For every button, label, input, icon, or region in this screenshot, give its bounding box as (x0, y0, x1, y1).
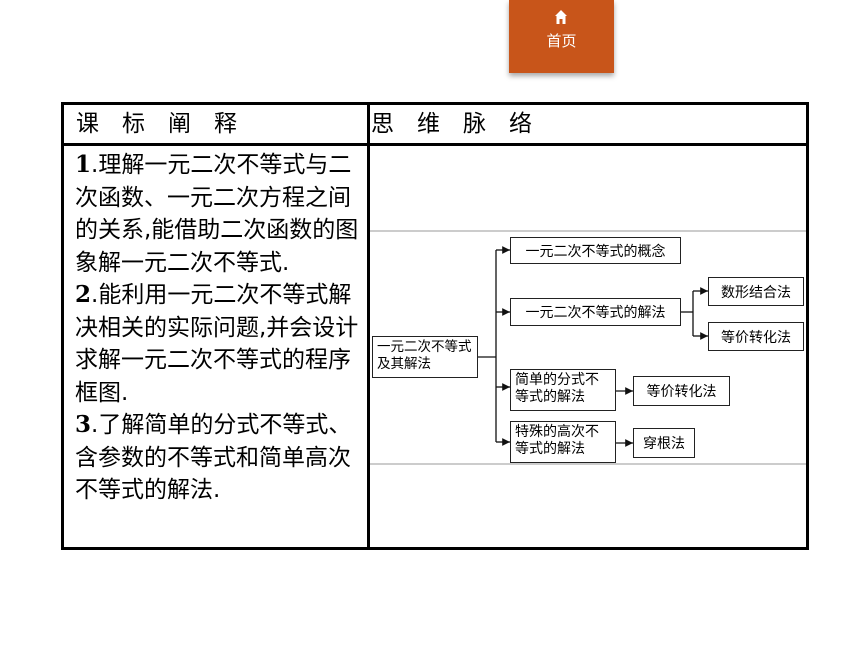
column-divider (367, 105, 370, 547)
right-header: 思 维 脉 络 (371, 111, 532, 137)
fraction-sub-node: 等价转化法 (633, 376, 730, 406)
home-button[interactable]: 首页 (509, 0, 614, 73)
objective-item: 2.能利用一元二次不等式解决相关的实际问题,并会设计求解一元二次不等式的程序框图… (75, 281, 359, 406)
mind-map-connectors (370, 230, 806, 465)
method-sub1-node: 数形结合法 (708, 277, 804, 306)
high-order-node: 特殊的高次不等式的解法 (510, 421, 616, 463)
mind-map: 一元二次不等式及其解法 一元二次不等式的概念 一元二次不等式的解法 数形结合法 … (370, 146, 806, 547)
header-divider (64, 143, 806, 146)
home-label: 首页 (546, 32, 577, 50)
fraction-node: 简单的分式不等式的解法 (510, 369, 616, 411)
objective-item: 3.了解简单的分式不等式、含参数的不等式和简单高次不等式的解法. (75, 411, 352, 503)
content-table: 课 标 阐 释 思 维 脉 络 1.理解一元二次不等式与二次函数、一元二次方程之… (61, 102, 809, 550)
high-order-sub-node: 穿根法 (633, 428, 695, 458)
left-header: 课 标 阐 释 (76, 111, 237, 137)
home-icon (555, 10, 567, 24)
objectives-list: 1.理解一元二次不等式与二次函数、一元二次方程之间的关系,能借助二次函数的图象解… (75, 149, 365, 507)
objective-item: 1.理解一元二次不等式与二次函数、一元二次方程之间的关系,能借助二次函数的图象解… (75, 151, 359, 276)
method-sub2-node: 等价转化法 (708, 322, 804, 351)
method-node: 一元二次不等式的解法 (510, 298, 681, 326)
concept-node: 一元二次不等式的概念 (510, 237, 681, 264)
root-node: 一元二次不等式及其解法 (372, 336, 478, 378)
